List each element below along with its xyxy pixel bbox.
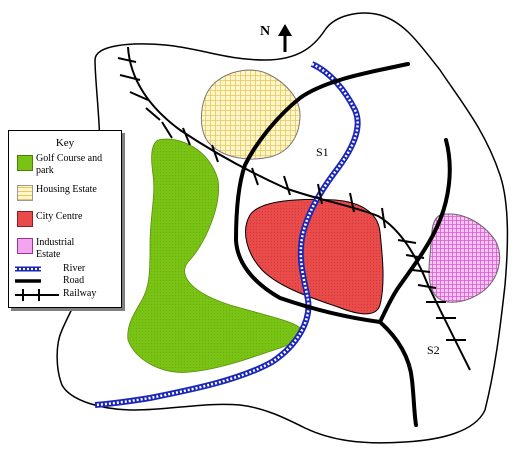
road-east-loop (378, 138, 452, 324)
city-centre-key-label: City Centre (36, 211, 83, 222)
railway-line (127, 46, 471, 371)
map-key: Key Golf Course and park Housing Estate … (8, 130, 122, 308)
housing-estate-key-label: Housing Estate (36, 184, 97, 195)
north-label: N (260, 24, 271, 39)
industrial-estate-key-label: Industrial Estate (36, 237, 75, 260)
golf-course-key-label: Golf Course and park (36, 153, 103, 176)
industrial-estate-swatch (17, 238, 33, 254)
city-centre-area (245, 198, 384, 315)
key-title: Key (55, 137, 75, 149)
city-centre-swatch (17, 211, 33, 227)
railway-sleepers (117, 57, 466, 341)
river-key-label: River (63, 263, 86, 274)
golf-course-park-area (127, 138, 303, 373)
road-key-label: Road (63, 275, 85, 286)
road-north (233, 62, 410, 324)
road-network (233, 62, 452, 427)
key-symbols (15, 266, 59, 301)
river (94, 61, 361, 408)
north-arrow-icon (278, 24, 292, 52)
housing-estate-swatch (17, 185, 33, 201)
s1-label: S1 (316, 145, 329, 159)
s2-label: S2 (427, 343, 440, 357)
railway-key-label: Railway (63, 288, 97, 299)
road-south (378, 320, 418, 427)
golf-course-swatch (17, 155, 33, 171)
housing-estate-area (201, 69, 301, 160)
railway (117, 46, 471, 371)
industrial-estate-area (428, 213, 500, 303)
